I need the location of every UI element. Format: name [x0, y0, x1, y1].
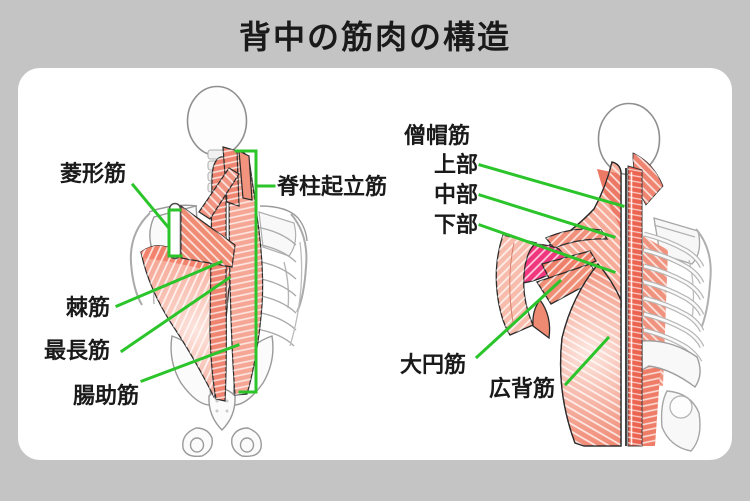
label-iliocostalis: 腸助筋 — [73, 383, 140, 408]
label-trapezius-lower: 下部 — [433, 212, 478, 237]
page-title: 背中の筋肉の構造 — [238, 19, 511, 55]
label-teres-major: 大円筋 — [400, 352, 467, 377]
label-longissimus: 最長筋 — [44, 338, 111, 363]
label-latissimus: 広背筋 — [489, 376, 556, 401]
label-rhomboid: 菱形筋 — [60, 161, 127, 186]
label-trapezius-middle: 中部 — [433, 182, 478, 207]
label-trapezius: 僧帽筋 — [404, 123, 471, 148]
label-spinalis: 棘筋 — [66, 295, 111, 320]
label-erector-spinae: 脊柱起立筋 — [277, 174, 388, 199]
label-trapezius-upper: 上部 — [433, 152, 478, 177]
